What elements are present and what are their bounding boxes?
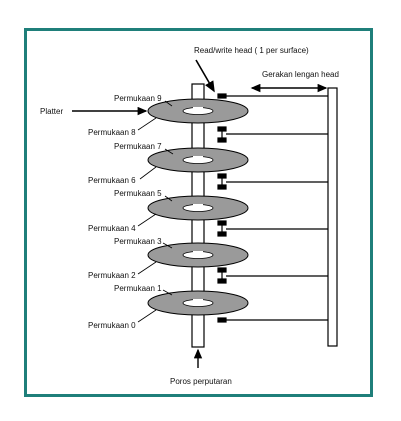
surface-pointers <box>137 100 174 323</box>
surface-label-7: Permukaan 7 <box>114 142 162 151</box>
spindle-label: Poros perputaran <box>170 377 232 386</box>
surface-label-8: Permukaan 8 <box>88 128 136 137</box>
surface-label-6: Permukaan 6 <box>88 176 136 185</box>
surface-label-2: Permukaan 2 <box>88 271 136 280</box>
rw-head-arrow <box>195 59 215 93</box>
arm-motion-label: Gerakan lengan head <box>262 70 339 79</box>
surface-label-9: Permukaan 9 <box>114 94 162 103</box>
surface-label-4: Permukaan 4 <box>88 224 136 233</box>
surface-label-3: Permukaan 3 <box>114 237 162 246</box>
surface-label-0: Permukaan 0 <box>88 321 136 330</box>
surface-label-5: Permukaan 5 <box>114 189 162 198</box>
rw-head-label: Read/write head ( 1 per surface) <box>194 46 309 55</box>
surface-label-1: Permukaan 1 <box>114 284 162 293</box>
actuator-bar <box>327 87 338 347</box>
platter-label: Platter <box>40 107 63 116</box>
head-arms <box>217 93 328 323</box>
